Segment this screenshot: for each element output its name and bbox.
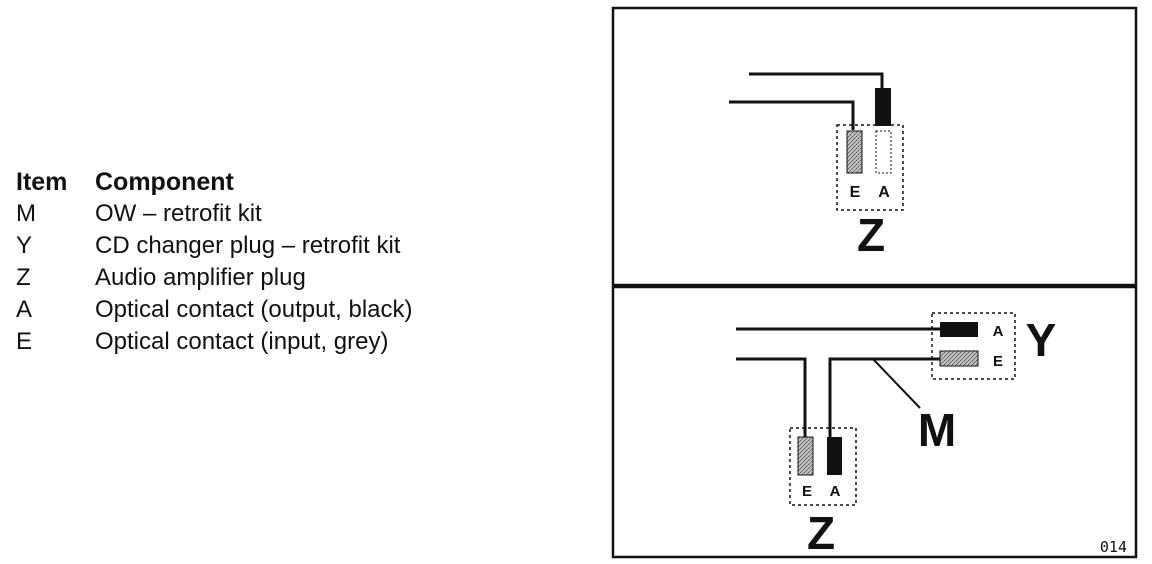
legend-row-item: M xyxy=(16,200,36,227)
plug-y-contact-a-label: A xyxy=(993,323,1004,340)
bottom-wire-input xyxy=(736,357,807,440)
bottom-black-contact xyxy=(827,437,842,475)
plug-y-grey-contact xyxy=(939,350,979,367)
bottom-panel-frame xyxy=(611,285,1138,559)
legend-row-component: CD changer plug – retrofit kit xyxy=(95,232,401,259)
plug-y-label: Y xyxy=(1026,314,1057,366)
legend-row: A Optical contact (output, black) xyxy=(16,294,412,326)
bottom-contact-e-label: E xyxy=(802,483,812,500)
legend: Item Component M OW – retrofit kit Y CD … xyxy=(16,166,412,358)
top-panel-frame xyxy=(611,6,1138,287)
legend-row-component: OW – retrofit kit xyxy=(95,200,262,227)
plug-y-black-contact xyxy=(940,322,978,337)
bottom-contact-a-label: A xyxy=(830,483,841,500)
top-black-connector xyxy=(875,88,891,126)
legend-header-row: Item Component xyxy=(16,166,412,198)
legend-table: Item Component M OW – retrofit kit Y CD … xyxy=(16,166,412,358)
bottom-plug-z-label: Z xyxy=(807,507,835,559)
legend-row-component: Optical contact (input, grey) xyxy=(95,328,389,355)
bottom-wires xyxy=(736,327,940,440)
legend-row: M OW – retrofit kit xyxy=(16,198,412,230)
legend-row: Y CD changer plug – retrofit kit xyxy=(16,230,412,262)
bottom-grey-contact xyxy=(797,436,814,476)
legend-row-item: E xyxy=(16,328,33,355)
top-grey-contact xyxy=(846,130,863,174)
top-wires xyxy=(729,72,884,130)
legend-row-item: Z xyxy=(16,264,31,291)
kit-m-wire xyxy=(828,357,940,440)
plug-y-contact-e-label: E xyxy=(993,353,1003,370)
top-empty-contact xyxy=(875,130,892,174)
top-wire-input xyxy=(729,100,855,130)
top-contact-e-label: E xyxy=(850,184,861,201)
top-contact-a-label: A xyxy=(878,184,890,201)
top-wire-output xyxy=(749,72,884,90)
legend-header-component: Component xyxy=(95,168,234,196)
bottom-plug-z-housing xyxy=(789,427,857,506)
legend-row-item: Y xyxy=(16,232,33,259)
legend-header-item: Item xyxy=(16,168,68,196)
top-plug-z-housing xyxy=(836,124,904,211)
legend-row-item: A xyxy=(16,296,33,323)
legend-row-component: Audio amplifier plug xyxy=(95,264,306,291)
legend-row: E Optical contact (input, grey) xyxy=(16,326,412,358)
plug-y-housing xyxy=(931,312,1016,380)
legend-row: Z Audio amplifier plug xyxy=(16,262,412,294)
kit-m-leader xyxy=(872,358,921,409)
kit-m-label: M xyxy=(918,404,956,456)
figure-number: 014 xyxy=(1100,538,1127,556)
top-plug-z-label: Z xyxy=(857,209,885,261)
legend-row-component: Optical contact (output, black) xyxy=(95,296,413,323)
